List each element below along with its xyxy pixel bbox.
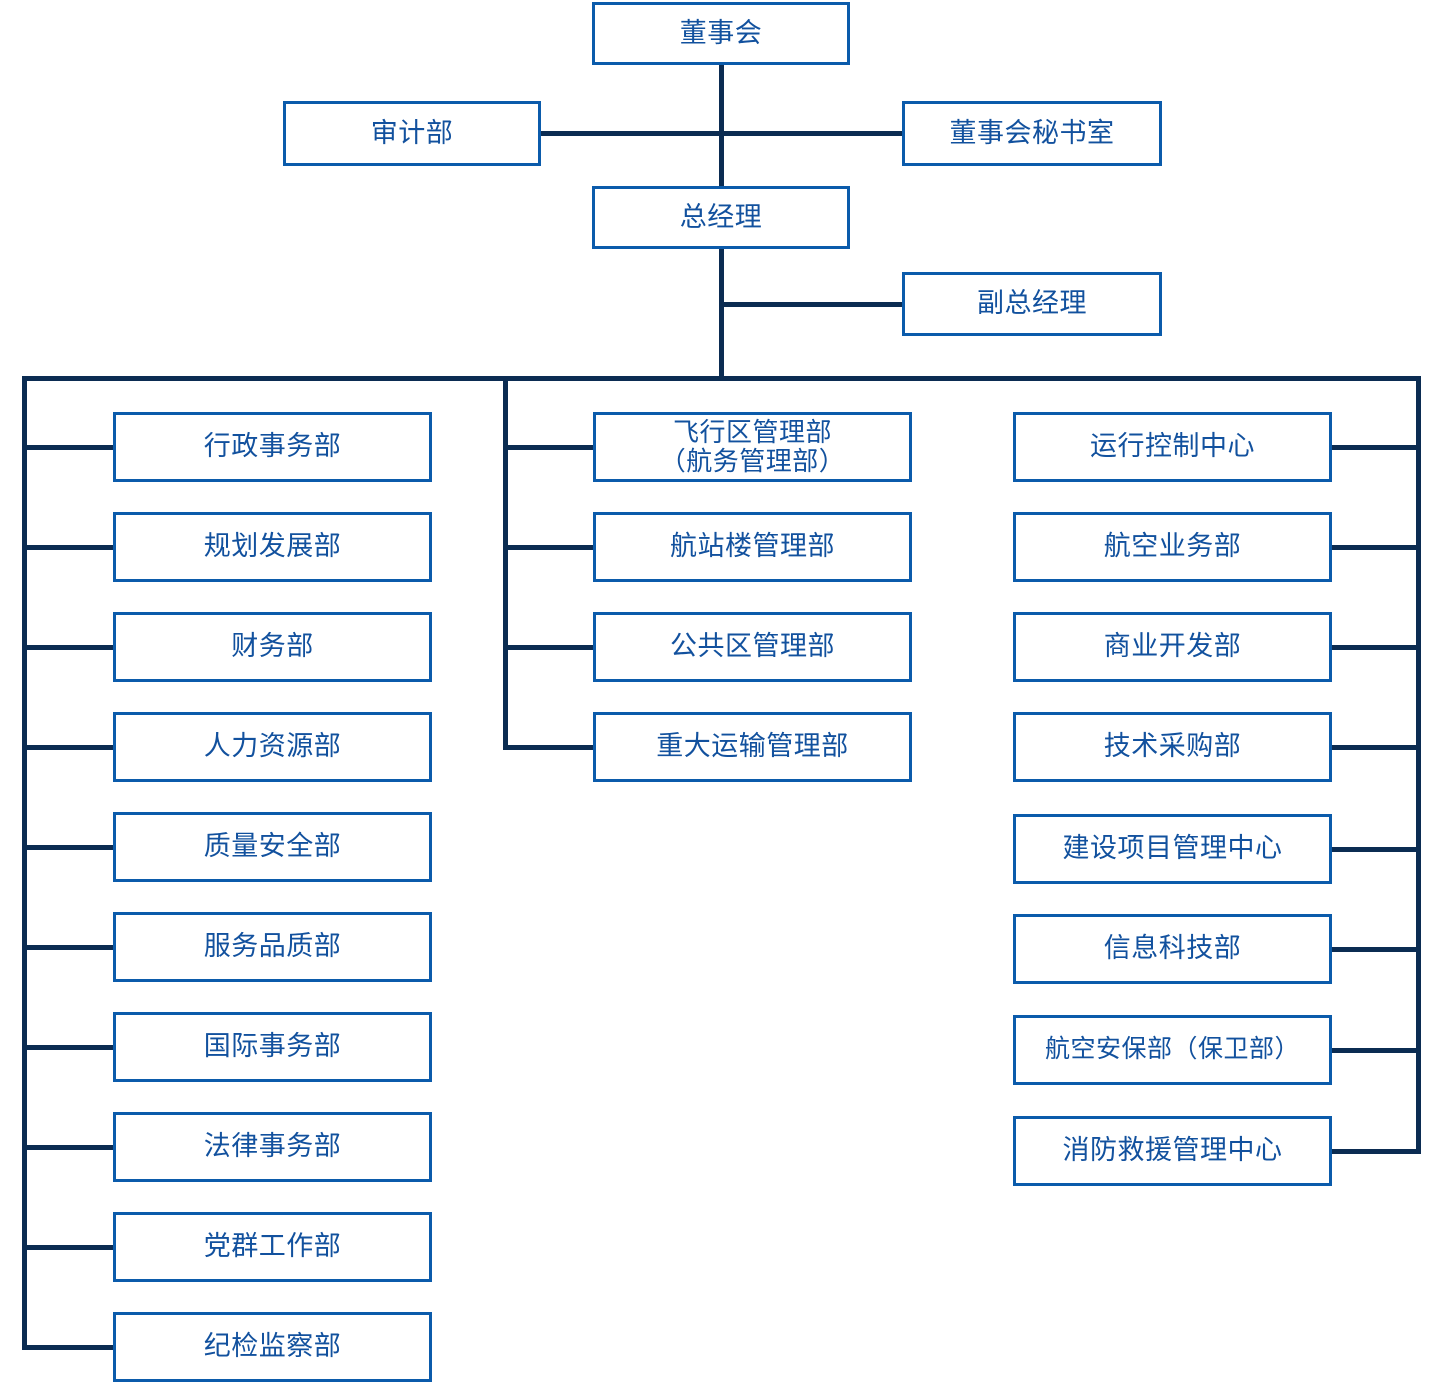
node-human-resources-department[interactable]: 人力资源部 [113,712,432,782]
node-discipline-inspection-department[interactable]: 纪检监察部 [113,1312,432,1382]
connector-right-stub [1329,1149,1421,1154]
connector-left-stub [22,545,115,550]
connector-left-stub [22,1245,115,1250]
node-public-area-management-department[interactable]: 公共区管理部 [593,612,912,682]
connector-left-stub [22,745,115,750]
node-quality-safety-department[interactable]: 质量安全部 [113,812,432,882]
node-commercial-development-department[interactable]: 商业开发部 [1013,612,1332,682]
node-airfield-management-department[interactable]: 飞行区管理部 （航务管理部） [593,412,912,482]
connector-audit-to-trunk [539,131,721,136]
node-administrative-affairs-department[interactable]: 行政事务部 [113,412,432,482]
connector-right-stub [1329,847,1421,852]
connector-middle-stub [503,445,596,450]
node-technical-procurement-department[interactable]: 技术采购部 [1013,712,1332,782]
node-international-affairs-department[interactable]: 国际事务部 [113,1012,432,1082]
node-operations-control-center[interactable]: 运行控制中心 [1013,412,1332,482]
connector-left-stub [22,1145,115,1150]
node-legal-affairs-department[interactable]: 法律事务部 [113,1112,432,1182]
connector-left-stub [22,445,115,450]
node-aviation-business-department[interactable]: 航空业务部 [1013,512,1332,582]
connector-left-stub [22,645,115,650]
node-service-quality-department[interactable]: 服务品质部 [113,912,432,982]
node-fire-rescue-management-center[interactable]: 消防救援管理中心 [1013,1116,1332,1186]
connector-right-stub [1329,645,1421,650]
left-column-vertical-bus [22,376,27,1348]
node-planning-development-department[interactable]: 规划发展部 [113,512,432,582]
node-party-mass-work-department[interactable]: 党群工作部 [113,1212,432,1282]
node-deputy-general-manager[interactable]: 副总经理 [902,272,1162,336]
connector-right-stub [1329,1048,1421,1053]
connector-middle-stub [503,745,596,750]
main-horizontal-bus [22,376,1421,381]
connector-left-stub [22,845,115,850]
node-terminal-management-department[interactable]: 航站楼管理部 [593,512,912,582]
connector-middle-stub [503,645,596,650]
connector-trunk-to-secretariat [719,131,904,136]
connector-right-stub [1329,745,1421,750]
node-aviation-security-department[interactable]: 航空安保部（保卫部） [1013,1015,1332,1085]
connector-right-stub [1329,445,1421,450]
node-board[interactable]: 董事会 [592,2,850,65]
connector-left-stub [22,1045,115,1050]
node-general-manager[interactable]: 总经理 [592,186,850,249]
connector-right-stub [1329,947,1421,952]
right-column-vertical-bus [1416,376,1421,1153]
connector-board-trunk [719,63,724,189]
node-construction-project-management-center[interactable]: 建设项目管理中心 [1013,814,1332,884]
connector-gm-trunk [719,247,724,381]
node-information-technology-department[interactable]: 信息科技部 [1013,914,1332,984]
node-board-secretariat[interactable]: 董事会秘书室 [902,101,1162,166]
connector-gm-to-deputy [719,302,904,307]
connector-left-stub [22,1345,115,1350]
node-major-transport-management-department[interactable]: 重大运输管理部 [593,712,912,782]
node-audit-department[interactable]: 审计部 [283,101,541,166]
node-finance-department[interactable]: 财务部 [113,612,432,682]
middle-column-vertical-bus [503,376,508,749]
connector-right-stub [1329,545,1421,550]
connector-left-stub [22,945,115,950]
connector-middle-stub [503,545,596,550]
